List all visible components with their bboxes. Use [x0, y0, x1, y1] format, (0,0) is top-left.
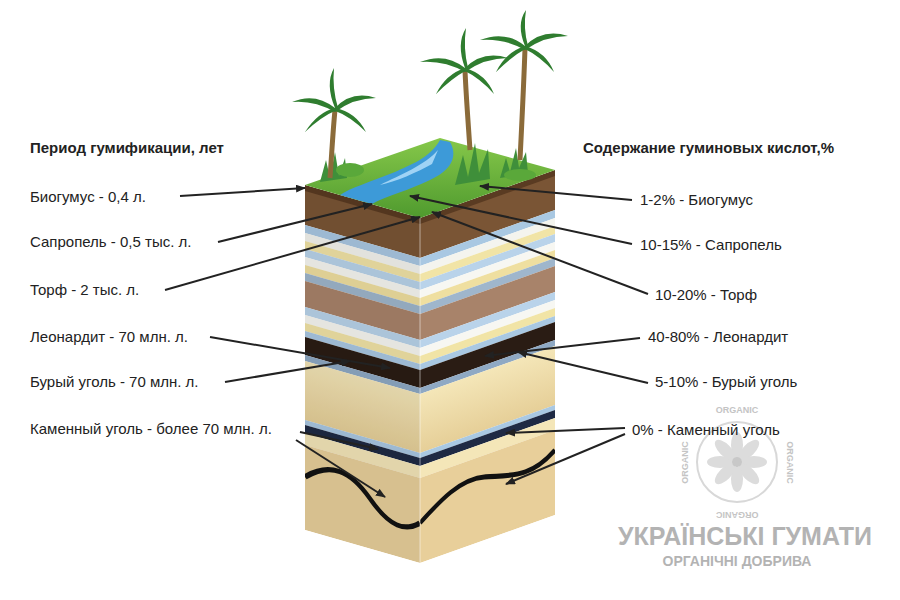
period-label: Бурый уголь - 70 млн. л. [30, 373, 199, 391]
logo-text: ORGANIC [680, 441, 691, 484]
watermark: УКРАЇНСЬКІ ГУМАТИ [618, 521, 872, 551]
period-label: Леонардит - 70 млн. л. [30, 328, 188, 346]
column-heading: Содержание гуминовых кислот,% [583, 139, 834, 157]
logo-text: ORGANIC [784, 441, 795, 484]
period-label: Торф - 2 тыс. л. [30, 281, 139, 299]
logo-text: ORGANIC [716, 509, 759, 520]
acid-label: 40-80% - Леонардит [648, 328, 788, 346]
acid-label: 10-15% - Сапропель [640, 236, 782, 254]
period-label: Сапропель - 0,5 тыс. л. [30, 233, 191, 251]
acid-label: 5-10% - Бурый уголь [655, 373, 797, 391]
acid-label: 1-2% - Биогумус [640, 191, 753, 209]
period-label: Биогумус - 0,4 л. [30, 188, 146, 206]
acid-label: 0% - Каменный уголь [632, 421, 780, 439]
logo-text: ORGANIC [716, 405, 759, 416]
watermark: ОРГАНІЧНІ ДОБРИВА [663, 553, 812, 570]
acid-label: 10-20% - Торф [655, 286, 757, 304]
column-heading: Период гумификации, лет [30, 139, 224, 157]
period-label: Каменный уголь - более 70 млн. л. [30, 420, 272, 438]
